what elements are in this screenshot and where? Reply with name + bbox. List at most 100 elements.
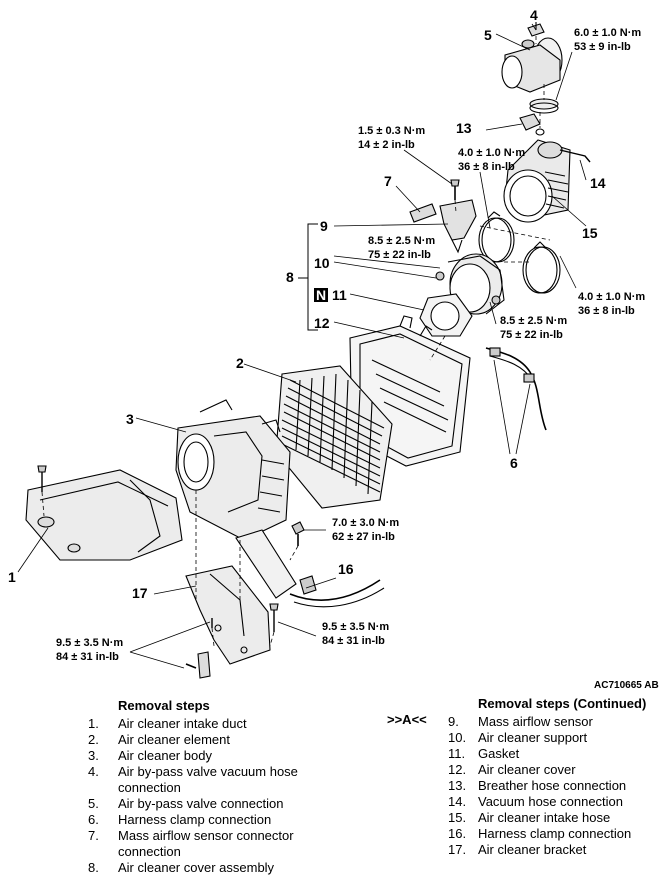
mass-airflow-sensor-drawing bbox=[439, 199, 477, 254]
step-number: 3. bbox=[88, 748, 99, 763]
step-row: connection bbox=[88, 844, 348, 860]
step-text: Air by-pass valve connection bbox=[118, 796, 284, 811]
air-cleaner-bracket-drawing bbox=[185, 565, 271, 665]
gasket-drawing bbox=[419, 293, 473, 337]
callout-6: 6 bbox=[510, 455, 518, 471]
step-number: 4. bbox=[88, 764, 99, 779]
torque-spec-10-inlb: 75 ± 22 in-lb bbox=[368, 249, 431, 261]
step-row: 11. Gasket bbox=[448, 746, 658, 762]
step-number: 14. bbox=[448, 794, 467, 809]
callout-16: 16 bbox=[338, 561, 354, 577]
step-text: Breather hose connection bbox=[478, 778, 627, 793]
step-text: Gasket bbox=[478, 746, 520, 761]
step-row: connection bbox=[88, 780, 348, 796]
step-number: 6. bbox=[88, 812, 99, 827]
torque-spec-clamp-upper-nm: 4.0 ± 1.0 N·m bbox=[458, 147, 525, 159]
step-text: Air cleaner cover assembly bbox=[118, 860, 275, 875]
step-row: 7.Mass airflow sensor connector bbox=[88, 828, 348, 844]
callout-5: 5 bbox=[484, 27, 492, 43]
step-row: 2.Air cleaner element bbox=[88, 732, 348, 748]
callout-8: 8 bbox=[286, 269, 294, 285]
new-part-badge-letter: N bbox=[316, 287, 326, 303]
step-row: 4.Air by-pass valve vacuum hose bbox=[88, 764, 348, 780]
torque-spec-clamp-upper-inlb: 36 ± 8 in-lb bbox=[458, 161, 515, 173]
step-number: 13. bbox=[448, 778, 467, 793]
torque-spec-10-nm: 8.5 ± 2.5 N·m bbox=[368, 235, 435, 247]
step-text: Air cleaner cover bbox=[478, 762, 576, 777]
step-row: 3. Air cleaner body bbox=[88, 748, 348, 764]
removal-steps-continued: Removal steps (Continued) 9. Mass airflow… bbox=[448, 696, 658, 858]
air-cleaner-body-drawing bbox=[175, 399, 291, 541]
callout-3: 3 bbox=[126, 411, 134, 427]
callout-11: 11 bbox=[332, 287, 347, 303]
step-text: Harness clamp connection bbox=[478, 826, 632, 841]
intake-hose-drawing bbox=[503, 139, 571, 223]
note-marker: >>A<< bbox=[387, 712, 427, 727]
step-number: 8. bbox=[88, 860, 99, 875]
step-row: 6. Harness clamp connection bbox=[88, 812, 348, 828]
callout-15: 15 bbox=[582, 225, 598, 241]
step-row: 16. Harness clamp connection bbox=[448, 826, 658, 842]
callout-4: 4 bbox=[530, 7, 538, 23]
air-bypass-valve-drawing bbox=[501, 37, 563, 93]
step-row: 5. Air by-pass valve connection bbox=[88, 796, 348, 812]
removal-steps-title: Removal steps bbox=[118, 698, 210, 713]
removal-steps-continued-list: 9. Mass airflow sensor 10. Air cleaner supp… bbox=[448, 714, 658, 858]
step-text: Vacuum hose connection bbox=[478, 794, 624, 809]
step-row: 15. Air cleaner intake hose bbox=[448, 810, 658, 826]
step-text: Mass airflow sensor bbox=[478, 714, 593, 729]
step-text: Mass airflow sensor connector bbox=[118, 828, 294, 843]
step-text: connection bbox=[118, 780, 181, 795]
step-text: Harness clamp connection bbox=[118, 812, 272, 827]
callout-13: 13 bbox=[456, 120, 472, 136]
step-text: Air cleaner intake duct bbox=[118, 716, 247, 731]
torque-spec-5-inlb: 53 ± 9 in-lb bbox=[574, 41, 631, 53]
step-row: 10. Air cleaner support bbox=[448, 730, 658, 746]
step-number: 12. bbox=[448, 762, 467, 777]
torque-spec-7-inlb: 14 ± 2 in-lb bbox=[358, 139, 415, 151]
torque-spec-7-nm: 1.5 ± 0.3 N·m bbox=[358, 125, 425, 137]
step-number: 2. bbox=[88, 732, 99, 747]
callout-1: 1 bbox=[8, 569, 16, 585]
step-row: 17. Air cleaner bracket bbox=[448, 842, 658, 858]
step-row: 12. Air cleaner cover bbox=[448, 762, 658, 778]
step-number: 9. bbox=[448, 714, 459, 729]
torque-spec-5-nm: 6.0 ± 1.0 N·m bbox=[574, 27, 641, 39]
callout-10: 10 bbox=[314, 255, 330, 271]
step-number: 10. bbox=[448, 730, 467, 745]
vacuum-hose-fitting-drawing bbox=[527, 22, 545, 37]
step-number: 16. bbox=[448, 826, 467, 841]
torque-spec-bracket-right-inlb: 84 ± 31 in-lb bbox=[322, 635, 385, 647]
callout-12: 12 bbox=[314, 315, 330, 331]
torque-spec-bracket-left-nm: 9.5 ± 3.5 N·m bbox=[56, 637, 123, 649]
new-part-badge bbox=[314, 288, 328, 302]
step-row: 1. Air cleaner intake duct bbox=[88, 716, 348, 732]
torque-spec-11-inlb: 75 ± 22 in-lb bbox=[500, 329, 563, 341]
callout-2: 2 bbox=[236, 355, 244, 371]
step-row: 13. Breather hose connection bbox=[448, 778, 658, 794]
step-number: 5. bbox=[88, 796, 99, 811]
step-row: 14. Vacuum hose connection bbox=[448, 794, 658, 810]
step-text: Air cleaner intake hose bbox=[478, 810, 611, 825]
callout-14: 14 bbox=[590, 175, 606, 191]
torque-spec-clamp-lower-nm: 4.0 ± 1.0 N·m bbox=[578, 291, 645, 303]
torque-spec-clamp-lower-inlb: 36 ± 8 in-lb bbox=[578, 305, 635, 317]
step-number: 15. bbox=[448, 810, 467, 825]
intake-duct-drawing bbox=[25, 469, 183, 561]
removal-steps-continued-title: Removal steps (Continued) bbox=[478, 696, 647, 711]
torque-spec-body-inlb: 62 ± 27 in-lb bbox=[332, 531, 395, 543]
step-number: 17. bbox=[448, 842, 467, 857]
step-row: 9. Mass airflow sensor bbox=[448, 714, 658, 730]
step-text: Air cleaner body bbox=[118, 748, 212, 763]
step-text: Air cleaner support bbox=[478, 730, 588, 745]
step-number: 11. bbox=[448, 746, 466, 761]
step-text: connection bbox=[118, 844, 181, 859]
step-text: Air cleaner bracket bbox=[478, 842, 587, 857]
exploded-parts-diagram: 1 2 3 4 5 6 7 8 9 10 11 12 13 14 15 16 1… bbox=[8, 7, 659, 690]
callout-17: 17 bbox=[132, 585, 148, 601]
torque-spec-11-nm: 8.5 ± 2.5 N·m bbox=[500, 315, 567, 327]
step-number: 1. bbox=[88, 716, 99, 731]
step-row: 8. Air cleaner cover assembly bbox=[88, 860, 348, 876]
